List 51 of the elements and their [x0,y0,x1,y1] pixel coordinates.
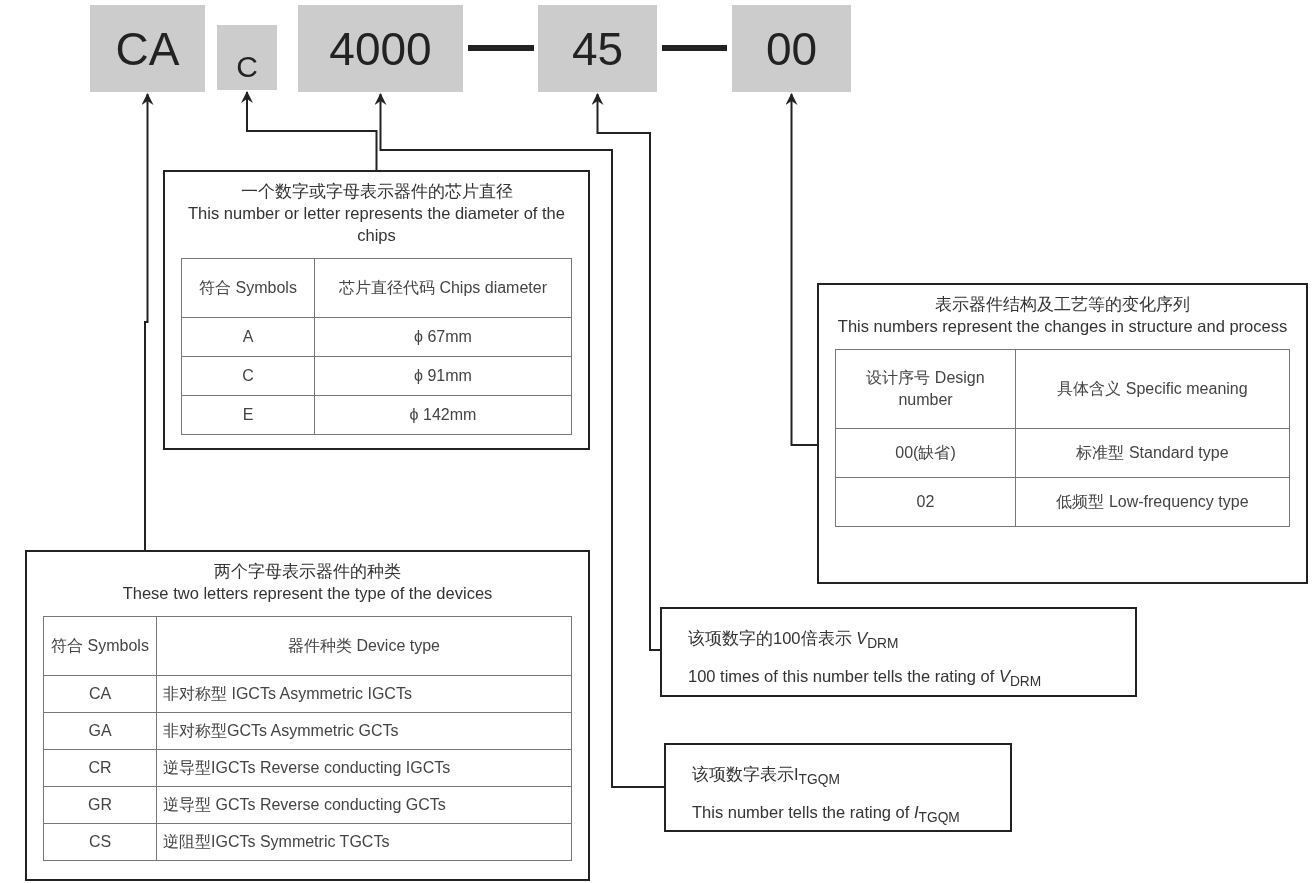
header-cell: 设计序号 Design number [835,349,1016,429]
table-cell: 逆导型IGCTs Reverse conducting IGCTs [156,749,572,787]
header-cell: 具体含义 Specific meaning [1015,349,1290,429]
table-cell: E [181,395,315,435]
code-segment: 45 [538,5,657,92]
note-text: 100 times of this number tells the rating of V$_{DRM}$ [688,666,1043,692]
header-cell: 器件种类 Device type [156,616,572,676]
code-segment: CA [90,5,205,92]
arrow [141,93,154,551]
table-cell: GR [43,786,157,824]
table-cell: 非对称型 IGCTs Asymmetric IGCTs [156,675,572,713]
code-segment: 00 [732,5,851,92]
code-segment: 4000 [298,5,463,92]
table-cell: 逆阻型IGCTs Symmetric TGCTs [156,823,572,861]
arrow [374,93,665,788]
note-box [664,743,1012,832]
table-cell: 标准型 Standard type [1015,428,1290,478]
table-cell: CS [43,823,157,861]
note-text: This number tells the rating of I$_{TGQM}$ [692,802,961,828]
description-panel [25,550,590,881]
note-text: 该项数字的100倍表示 V$_{DRM}$ [688,628,900,654]
note-box [660,607,1137,697]
table-cell: GA [43,712,157,750]
table-cell: ϕ 67mm [314,317,572,357]
table-cell: C [181,356,315,396]
heading-text: 两个字母表示器件的种类 [213,561,402,582]
description-panel [163,170,590,450]
heading-text: 表示器件结构及工艺等的变化序列 [934,294,1191,315]
description-panel [817,283,1308,584]
table-cell: 非对称型GCTs Asymmetric GCTs [156,712,572,750]
arrow [591,93,661,651]
header-cell: 符合 Symbols [181,258,315,318]
note-text: 该项数字表示I$_{TGQM}$ [692,764,841,790]
heading-text: These two letters represent the type of the devices [121,583,494,604]
table-cell: 低频型 Low-frequency type [1015,477,1290,527]
heading-text: 一个数字或字母表示器件的芯片直径 [239,181,514,202]
table-cell: CA [43,675,157,713]
arrow [785,93,818,446]
heading-text: This number or letter represents the diameter of the chips [187,203,566,246]
table-cell: 逆导型 GCTs Reverse conducting GCTs [156,786,572,824]
arrow [241,91,378,171]
table-cell: ϕ 91mm [314,356,572,396]
table-cell: ϕ 142mm [314,395,572,435]
header-cell: 芯片直径代码 Chips diameter [314,258,572,318]
table-cell: CR [43,749,157,787]
code-segment: C [217,25,277,90]
heading-text: This numbers represent the changes in structure and process [836,316,1289,337]
header-cell: 符合 Symbols [43,616,157,676]
table-cell: 00(缺省) [835,428,1016,478]
table-cell: 02 [835,477,1016,527]
table-cell: A [181,317,315,357]
